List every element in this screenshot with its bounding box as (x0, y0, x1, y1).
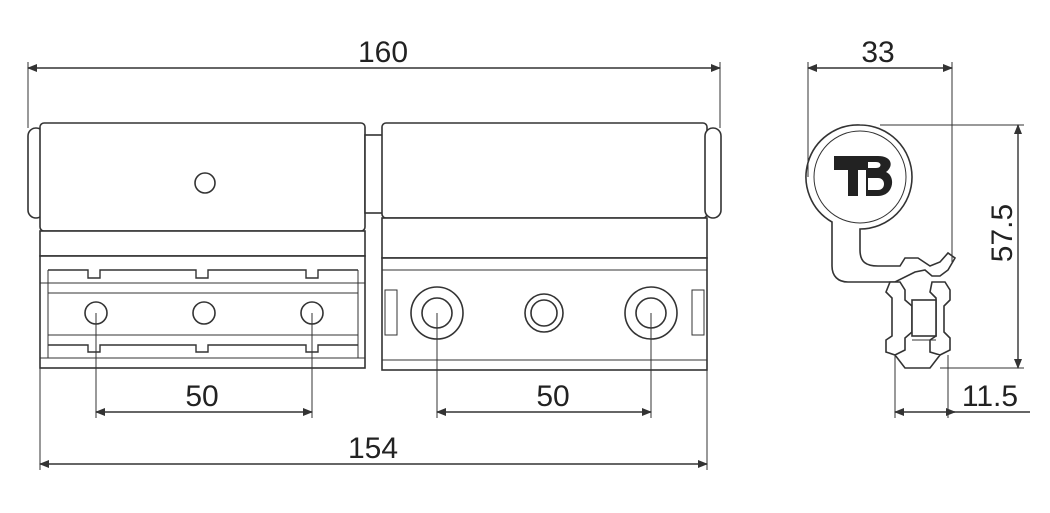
dim-side-offset: 11.5 (894, 355, 1030, 418)
dim-hole-pitch-left: 50 (95, 313, 313, 418)
side-view: TB 33 57.5 (805, 36, 1030, 418)
dim-label-50-left: 50 (185, 380, 218, 413)
right-knuckle (381, 122, 722, 219)
pin-hole (194, 172, 216, 194)
dim-overall-width: 160 (27, 36, 721, 128)
dim-label-50-right: 50 (536, 380, 569, 413)
dim-label-11-5: 11.5 (962, 380, 1018, 413)
dim-hole-pitch-right: 50 (436, 313, 652, 418)
side-profile (885, 281, 951, 369)
left-leaf-plate (39, 230, 366, 369)
dim-label-160: 160 (358, 36, 408, 69)
hinge-pin (364, 134, 384, 214)
dim-label-154: 154 (348, 432, 398, 465)
dim-label-57-5: 57.5 (986, 204, 1019, 262)
dim-side-height: 57.5 (880, 124, 1024, 369)
left-knuckle (27, 122, 366, 232)
dim-label-33: 33 (861, 36, 894, 69)
tb-logo: TB (834, 156, 893, 196)
dim-side-width: 33 (807, 36, 953, 262)
right-leaf-plate (381, 217, 708, 371)
screw-hole-2 (192, 301, 216, 325)
front-view: 160 50 50 154 (27, 36, 722, 470)
side-barrel: TB (805, 124, 957, 283)
dim-base-width: 154 (39, 368, 708, 470)
